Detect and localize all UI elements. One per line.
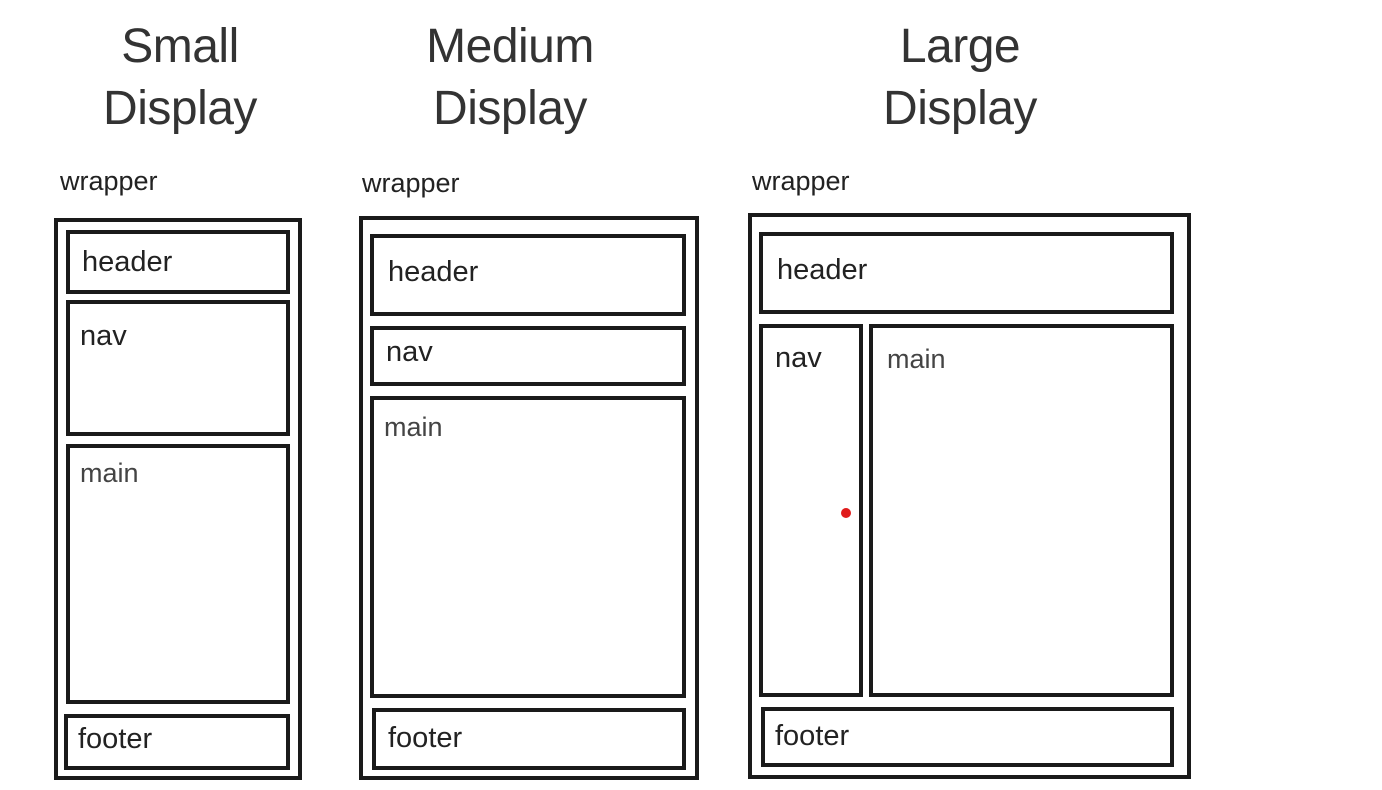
medium-footer-box <box>372 708 686 770</box>
medium-header-label: header <box>388 256 479 288</box>
medium-display-title: Medium Display <box>400 16 620 140</box>
medium-main-label: main <box>384 412 443 442</box>
large-header-box <box>759 232 1174 314</box>
medium-footer-label: footer <box>388 722 463 754</box>
large-header-label: header <box>777 254 868 286</box>
small-nav-box <box>66 300 290 436</box>
medium-wrapper-label: wrapper <box>362 168 460 198</box>
medium-main-box <box>370 396 686 698</box>
large-nav-label: nav <box>775 342 822 374</box>
small-title-line2: Display <box>103 82 257 135</box>
medium-nav-box <box>370 326 686 386</box>
large-footer-label: footer <box>775 720 850 752</box>
small-main-box <box>66 444 290 704</box>
large-main-label: main <box>887 344 946 374</box>
small-display-title: Small Display <box>80 16 280 140</box>
large-display-title: Large Display <box>850 16 1070 140</box>
medium-title-line2: Display <box>433 82 587 135</box>
small-title-line1: Small <box>121 20 239 73</box>
medium-nav-label: nav <box>386 336 433 368</box>
small-footer-box <box>64 714 290 770</box>
medium-title-line1: Medium <box>426 20 594 73</box>
small-header-box <box>66 230 290 294</box>
small-footer-label: footer <box>78 723 153 755</box>
small-nav-label: nav <box>80 320 127 352</box>
small-header-label: header <box>82 246 173 278</box>
large-footer-box <box>761 707 1174 767</box>
cursor-dot-icon <box>841 508 851 518</box>
large-title-line1: Large <box>899 20 1021 73</box>
small-wrapper-label: wrapper <box>60 166 158 196</box>
large-wrapper-label: wrapper <box>752 166 850 196</box>
medium-header-box <box>370 234 686 316</box>
small-main-label: main <box>80 458 139 488</box>
large-title-line2: Display <box>883 82 1037 135</box>
large-main-box <box>869 324 1174 697</box>
